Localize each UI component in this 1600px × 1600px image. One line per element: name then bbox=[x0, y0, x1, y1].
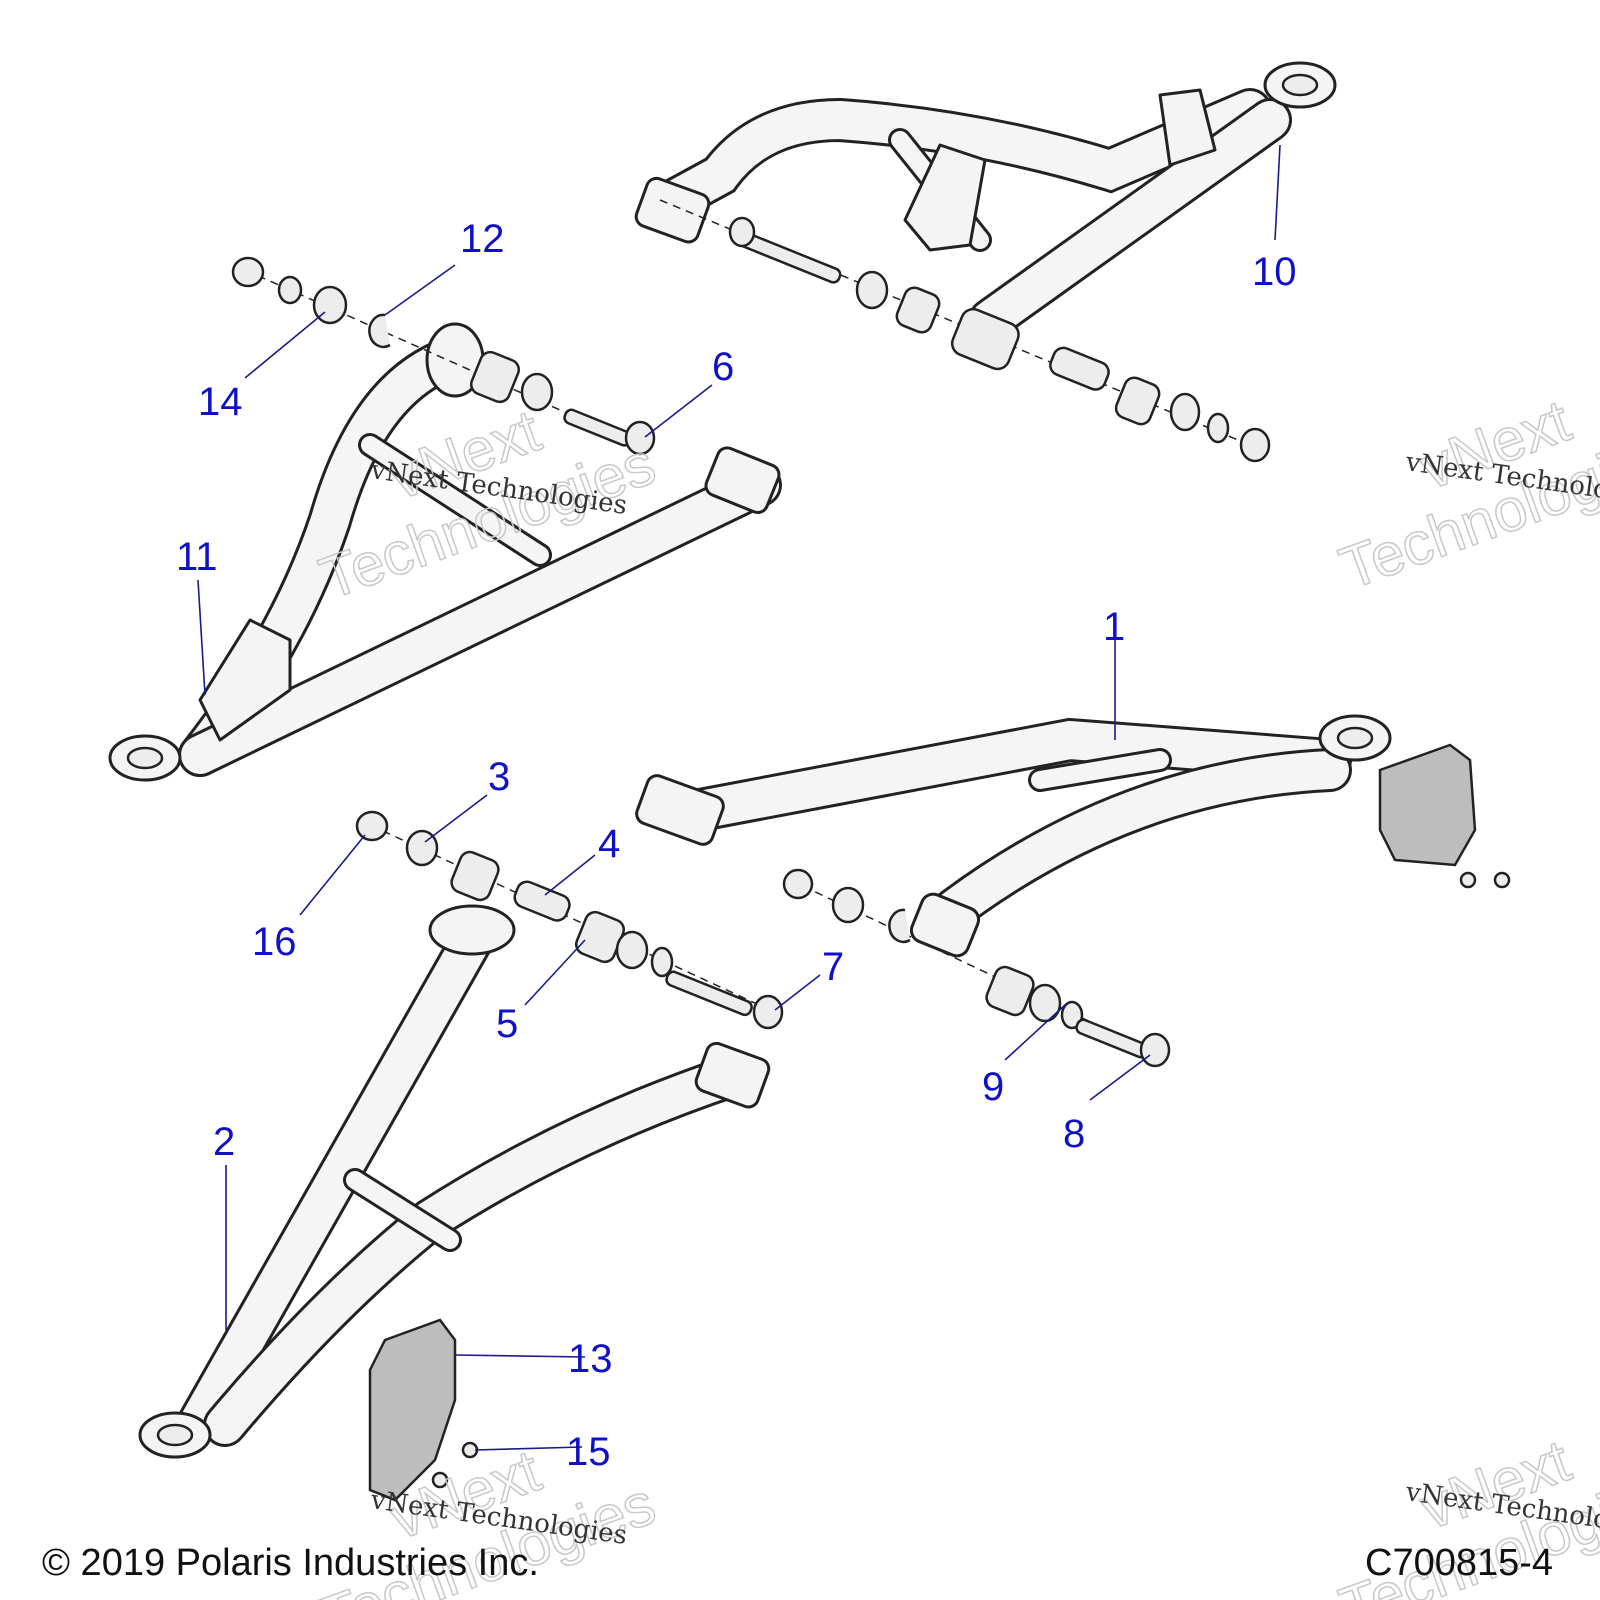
hardware-upper-right bbox=[659, 199, 1271, 463]
diagram-code: C700815-4 bbox=[1365, 1542, 1553, 1584]
callout-9: 9 bbox=[982, 1065, 1004, 1109]
leader-15 bbox=[474, 1446, 583, 1451]
callout-15: 15 bbox=[566, 1430, 611, 1474]
leader-3 bbox=[424, 794, 488, 843]
callout-14: 14 bbox=[198, 380, 243, 424]
hardware-lower bbox=[355, 810, 1171, 1068]
leader-lines bbox=[197, 144, 1281, 1451]
callout-1: 1 bbox=[1103, 605, 1125, 649]
callout-4: 4 bbox=[598, 822, 620, 866]
a-arm-lower-left bbox=[138, 904, 771, 1502]
callout-12: 12 bbox=[460, 217, 505, 261]
callout-13: 13 bbox=[568, 1337, 613, 1381]
leader-9 bbox=[1004, 1004, 1066, 1061]
leader-16 bbox=[299, 834, 366, 916]
leader-5 bbox=[524, 939, 586, 1006]
hardware-upper-left bbox=[231, 256, 656, 456]
callout-2: 2 bbox=[213, 1120, 235, 1164]
a-arm-upper-left bbox=[108, 322, 782, 782]
watermarks: vNext Technologies vNext Technologies vN… bbox=[311, 386, 1600, 1600]
callout-16: 16 bbox=[252, 920, 297, 964]
callout-10: 10 bbox=[1252, 250, 1297, 294]
callout-6: 6 bbox=[712, 345, 734, 389]
leader-13 bbox=[454, 1354, 586, 1358]
callout-5: 5 bbox=[496, 1002, 518, 1046]
leader-6 bbox=[644, 384, 713, 438]
copyright-text: © 2019 Polaris Industries Inc. bbox=[42, 1542, 539, 1584]
leader-10 bbox=[1274, 144, 1281, 241]
leader-11 bbox=[197, 579, 206, 696]
leader-8 bbox=[1089, 1054, 1151, 1101]
a-arm-upper-right bbox=[634, 61, 1337, 342]
leader-7 bbox=[774, 974, 821, 1011]
callout-11: 11 bbox=[176, 535, 218, 579]
callout-3: 3 bbox=[488, 755, 510, 799]
callout-8: 8 bbox=[1063, 1112, 1085, 1156]
a-arm-lower-right bbox=[635, 714, 1511, 958]
leader-14 bbox=[244, 311, 326, 379]
leader-4 bbox=[544, 854, 596, 896]
leader-12 bbox=[384, 264, 456, 316]
callout-7: 7 bbox=[822, 945, 844, 989]
callout-labels: 1 2 3 4 5 6 7 8 9 10 11 12 13 14 15 16 bbox=[176, 217, 1297, 1474]
